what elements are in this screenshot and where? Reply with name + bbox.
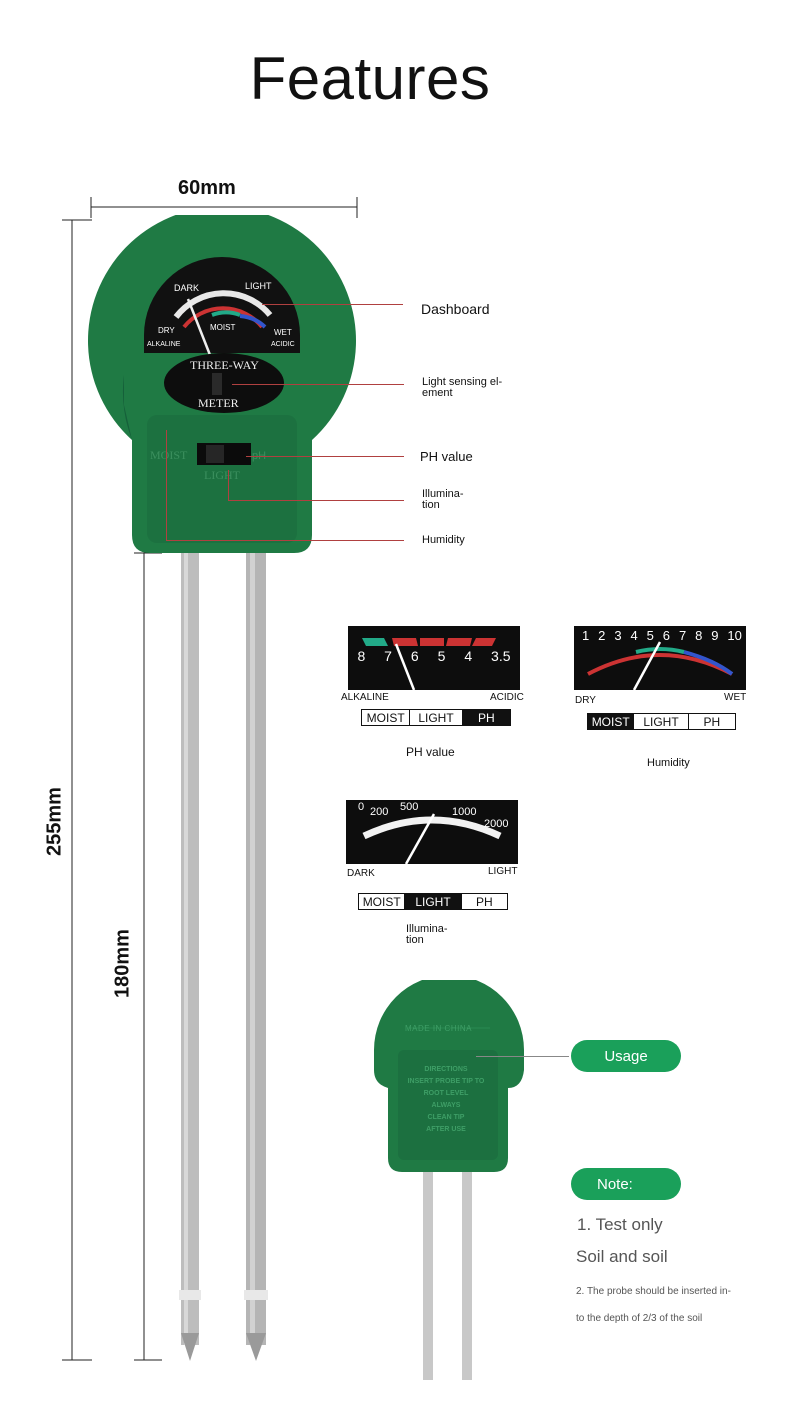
light-sensing-callout-line: [232, 384, 404, 385]
mode-ph: PH: [475, 894, 493, 909]
humidity-number: 4: [630, 628, 638, 643]
meter-dark-label: DARK: [174, 283, 200, 293]
light-sensing-callout: Light sensing el- ement: [422, 376, 503, 399]
ph-acidic-label: ACIDIC: [490, 692, 524, 703]
humidity-number: 9: [711, 628, 719, 643]
illumination-callout: Illumina- tion: [422, 488, 464, 511]
humidity-gauge-numbers: 1 2 3 4 5 6 7 8 9 10: [582, 628, 742, 643]
meter-illustration: [88, 215, 356, 1361]
meter-alkaline-label: ALKALINE: [147, 341, 181, 348]
width-dimension-label: 60mm: [178, 177, 236, 199]
humidity-number: 10: [727, 628, 742, 643]
meter-light-label: LIGHT: [245, 281, 272, 291]
page-title: Features: [249, 45, 491, 112]
dashboard-callout-line: [262, 304, 403, 305]
total-height-label: 255mm: [43, 787, 66, 856]
humidity-number: 7: [678, 628, 687, 643]
mode-ph: PH: [462, 710, 510, 725]
light-number: 0: [358, 801, 365, 813]
light-gauge: [346, 800, 518, 864]
mode-light: LIGHT: [634, 714, 689, 729]
light-mode-bar: MOIST LIGHT PH: [358, 893, 508, 910]
direction-line: AFTER USE: [426, 1126, 466, 1133]
light-dark-label: DARK: [347, 868, 375, 879]
light-number: 200: [370, 806, 389, 818]
direction-line: INSERT PROBE TIP TO: [407, 1078, 485, 1085]
switch-moist-label: MOIST: [150, 448, 188, 462]
humidity-number: 6: [662, 628, 671, 643]
ph-gauge-numbers: 8 7 6 5 4 3.5: [348, 648, 520, 664]
note-badge: Note:: [571, 1168, 681, 1200]
usage-callout-line: [476, 1056, 569, 1057]
note-line-1: 1. Test only: [577, 1215, 663, 1234]
light-number: 1000: [452, 806, 477, 818]
humidity-callout: Humidity: [422, 534, 465, 546]
meter-brand-line2: METER: [198, 396, 239, 410]
humidity-caption: Humidity: [647, 757, 690, 769]
direction-line: CLEAN TIP: [427, 1114, 465, 1121]
mode-moist: MOIST: [588, 714, 635, 729]
meter-acidic-label: ACIDIC: [271, 341, 295, 348]
light-number: 500: [400, 801, 419, 813]
meter-moist-label: MOIST: [210, 323, 236, 332]
light-caption: Illumina- tion: [406, 923, 448, 946]
ph-alkaline-label: ALKALINE: [341, 692, 389, 703]
ph-number: 3.5: [491, 648, 511, 664]
mode-ph: PH: [703, 714, 721, 729]
back-made-in-label: MADE IN CHINA: [405, 1024, 472, 1033]
meter-back-illustration: [374, 980, 524, 1380]
ph-number: 8: [357, 648, 366, 664]
ph-number: 5: [437, 648, 446, 664]
humidity-dry-label: DRY: [575, 695, 596, 706]
mode-light: LIGHT: [410, 710, 463, 725]
ph-value-callout: PH value: [420, 449, 473, 464]
usage-badge: Usage: [571, 1040, 681, 1072]
ph-number: 6: [410, 648, 419, 664]
humidity-gauge: [574, 626, 746, 690]
ph-number: 7: [384, 648, 392, 664]
direction-line: ROOT LEVEL: [423, 1090, 469, 1097]
dashboard-callout: Dashboard: [421, 301, 490, 317]
note-line-4: to the depth of 2/3 of the soil: [576, 1313, 703, 1324]
direction-line: ALWAYS: [431, 1102, 461, 1109]
ph-caption: PH value: [406, 745, 455, 759]
humidity-number: 2: [598, 628, 606, 643]
note-line-2: Soil and soil: [576, 1247, 668, 1266]
mode-moist: MOIST: [362, 710, 411, 725]
humidity-number: 5: [646, 628, 654, 643]
direction-line: DIRECTIONS: [424, 1066, 468, 1073]
ph-gauge: [348, 626, 520, 690]
switch-light-label: LIGHT: [204, 468, 240, 482]
illumination-callout-line: [228, 500, 404, 501]
ph-callout-line: [246, 456, 404, 457]
meter-brand-line1: THREE-WAY: [190, 358, 259, 372]
ph-mode-bar: MOIST LIGHT PH: [361, 709, 511, 726]
mode-light: LIGHT: [405, 894, 462, 909]
humidity-number: 1: [582, 628, 590, 643]
humidity-wet-label: WET: [724, 692, 747, 703]
light-number: 2000: [484, 818, 509, 830]
note-line-3: 2. The probe should be inserted in-: [576, 1286, 731, 1297]
humidity-number: 3: [614, 628, 622, 643]
humidity-number: 8: [695, 628, 703, 643]
back-directions: DIRECTIONS INSERT PROBE TIP TO ROOT LEVE…: [406, 1064, 486, 1136]
light-light-label: LIGHT: [488, 866, 518, 877]
meter-dry-label: DRY: [158, 326, 175, 335]
meter-wet-label: WET: [274, 328, 292, 337]
humidity-mode-bar: MOIST LIGHT PH: [587, 713, 736, 730]
humidity-callout-line: [166, 540, 404, 541]
ph-number: 4: [464, 648, 473, 664]
mode-moist: MOIST: [359, 894, 406, 909]
